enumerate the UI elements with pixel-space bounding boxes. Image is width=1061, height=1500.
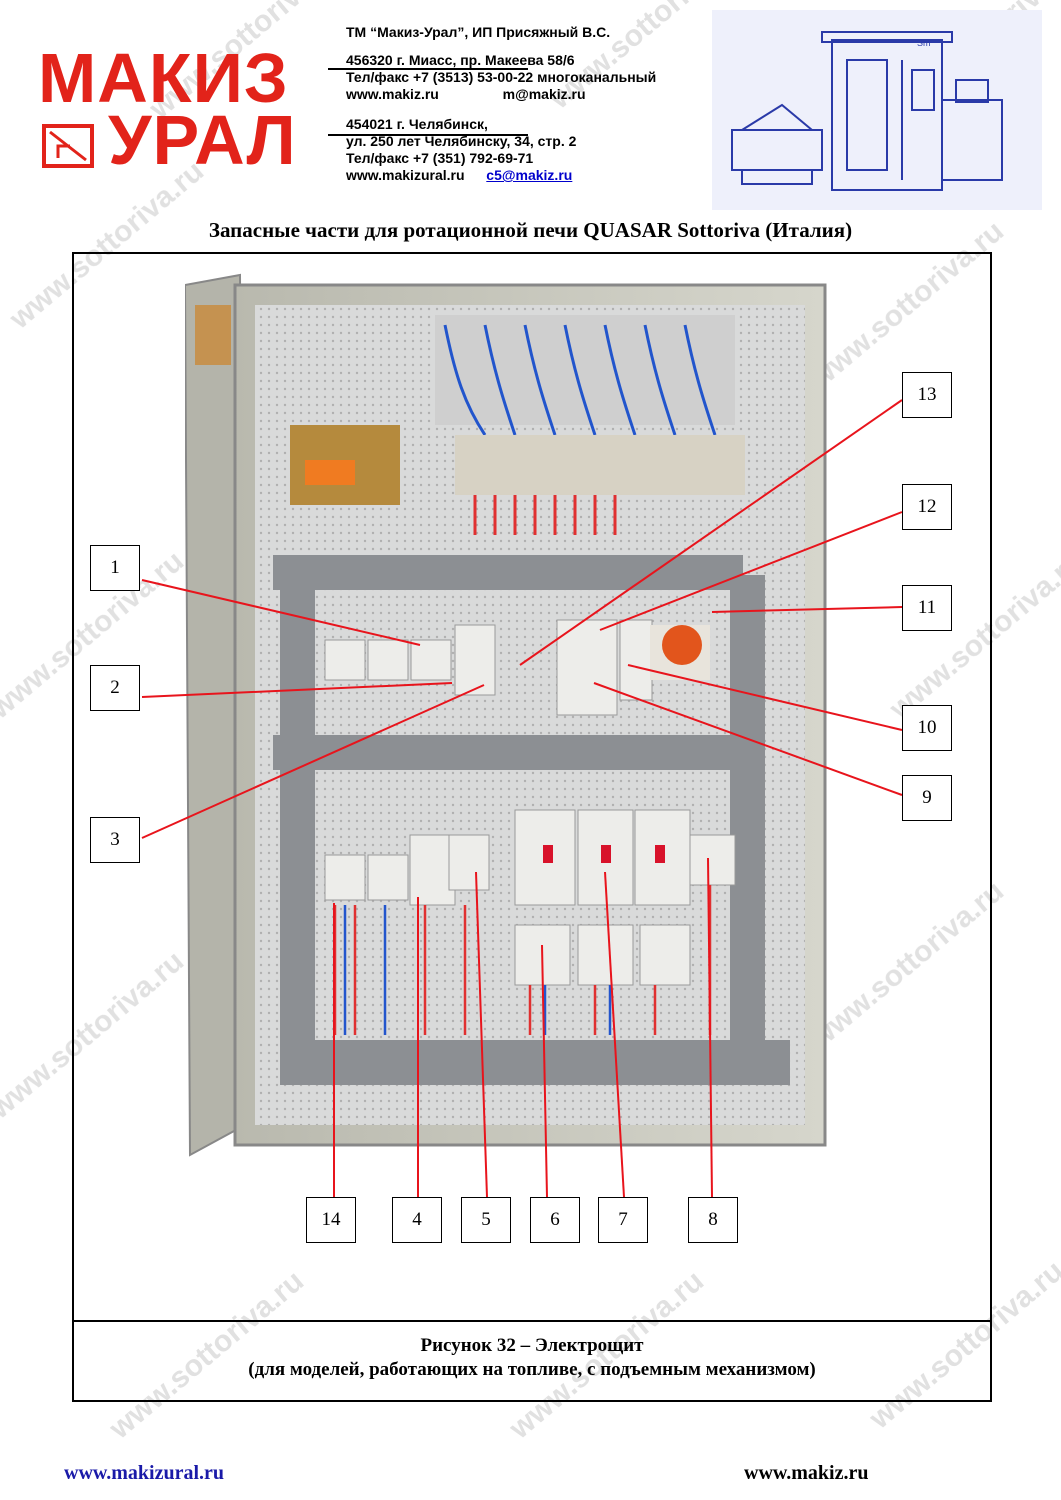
equipment-illustration: Sm xyxy=(712,10,1042,210)
office2-street: ул. 250 лет Челябинску, 34, стр. 2 xyxy=(346,133,577,149)
callout-14: 14 xyxy=(306,1197,356,1243)
office2-phone: Тел/факс +7 (351) 792-69-71 xyxy=(346,150,534,166)
office1-email: m@makiz.ru xyxy=(502,86,586,102)
office1-web: www.makiz.ru xyxy=(346,86,439,102)
office2-city: 454021 г. Челябинск, xyxy=(346,116,488,132)
office1-web-row: www.makiz.ru m@makiz.ru xyxy=(346,86,586,103)
office2-email-link[interactable]: c5@makiz.ru xyxy=(486,167,573,183)
figure-caption: Рисунок 32 – Электрощит (для моделей, ра… xyxy=(72,1320,992,1402)
callout-2: 2 xyxy=(90,665,140,711)
figure-caption-title: Рисунок 32 – Электрощит xyxy=(420,1335,644,1356)
callout-10: 10 xyxy=(902,705,952,751)
office1-phone: Тел/факс +7 (3513) 53-00-22 многоканальн… xyxy=(346,69,657,85)
office1-address: 456320 г. Миасс, пр. Макеева 58/6 xyxy=(346,52,575,68)
company-logo: МАКИЗ УРАЛ xyxy=(38,39,328,179)
office2-web: www.makizural.ru xyxy=(346,167,465,183)
office2-web-row: www.makizural.ru c5@makiz.ru xyxy=(346,167,572,184)
svg-text:Sm: Sm xyxy=(917,38,931,48)
callout-5: 5 xyxy=(461,1197,511,1243)
callout-9: 9 xyxy=(902,775,952,821)
callout-12: 12 xyxy=(902,484,952,530)
logo-emblem-icon xyxy=(42,124,94,168)
electrical-panel-photo xyxy=(185,273,827,1157)
company-name: ТМ “Макиз-Урал”, ИП Присяжный В.С. xyxy=(346,24,611,40)
callout-7: 7 xyxy=(598,1197,648,1243)
divider xyxy=(328,68,528,70)
page-title: Запасные части для ротационной печи QUAS… xyxy=(208,218,853,242)
figure-caption-subtitle: (для моделей, работающих на топливе, с п… xyxy=(248,1359,816,1380)
logo-text-makiz: МАКИЗ xyxy=(38,39,289,117)
footer-link-makizural[interactable]: www.makizural.ru xyxy=(64,1462,224,1484)
figure-frame xyxy=(72,252,992,1402)
callout-6: 6 xyxy=(530,1197,580,1243)
callout-4: 4 xyxy=(392,1197,442,1243)
callout-3: 3 xyxy=(90,817,140,863)
callout-13: 13 xyxy=(902,372,952,418)
callout-8: 8 xyxy=(688,1197,738,1243)
callout-1: 1 xyxy=(90,545,140,591)
footer-link-makiz[interactable]: www.makiz.ru xyxy=(744,1462,869,1484)
logo-text-ural: УРАЛ xyxy=(108,101,297,179)
divider xyxy=(328,134,528,136)
callout-11: 11 xyxy=(902,585,952,631)
